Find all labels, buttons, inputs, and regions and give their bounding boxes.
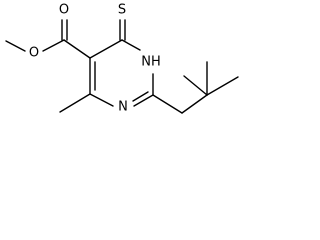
atom-nitrogen: N [118,100,128,115]
atom-nh: NH [141,55,161,70]
atom-sulfur: S [118,3,126,18]
bond-c5-c6 [89,39,123,59]
atom-labels: S NH N O O [27,1,164,116]
bond-carboxyl-oester [42,39,65,52]
bond-c2-ch2 [152,94,183,114]
bond-oester-methyl [5,40,26,52]
bonds [5,19,239,114]
bond-c2-n3-a [133,94,154,107]
bond-c4-methyl [59,93,91,113]
atom-oxygen-carbonyl: O [59,3,69,18]
atom-oxygen-ester: O [29,46,39,61]
bond-ch2-cq [181,94,208,114]
bond-n3-c4 [89,93,114,107]
bond-c2-n3-b [132,91,149,102]
bond-c6-n1 [121,39,141,51]
bond-cq-me-right [206,76,239,96]
bond-cq-me-left [183,75,208,96]
bond-c5-carboxyl [63,39,91,59]
chemical-structure: S NH N O O [5,1,239,116]
